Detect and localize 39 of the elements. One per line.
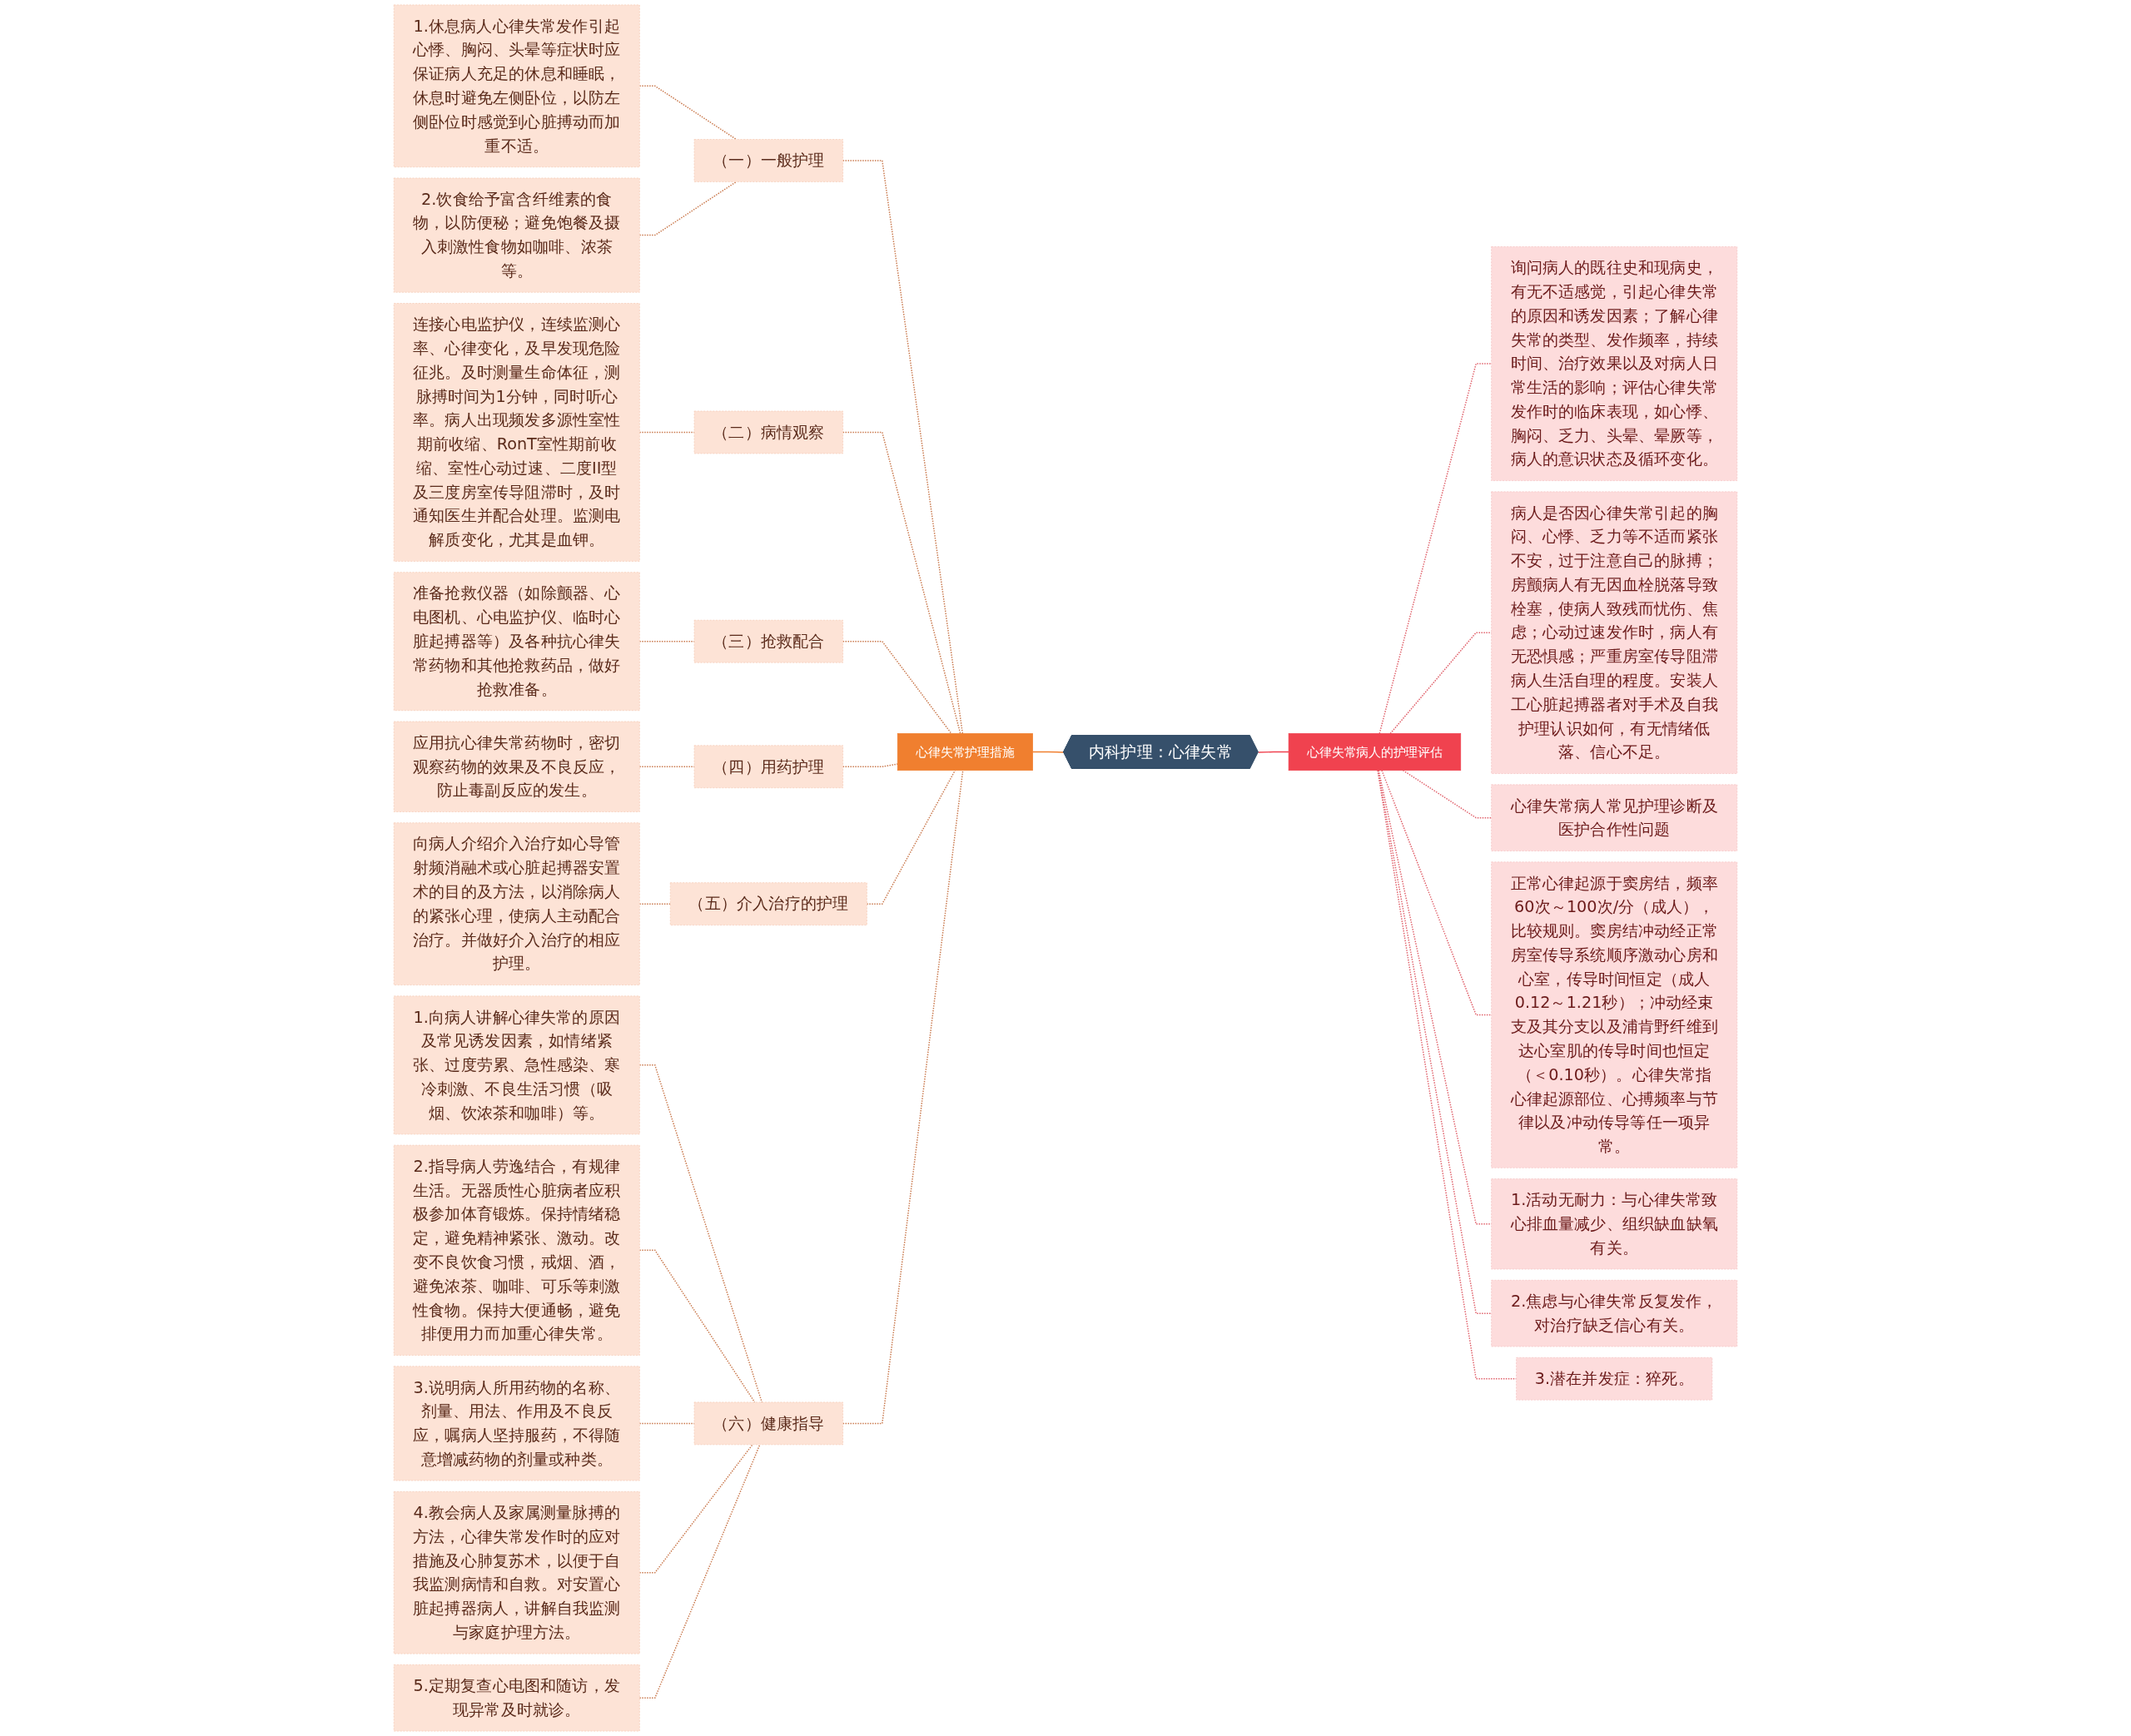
node-box: 2.饮食给予富含纤维素的食物，以防便秘；避免饱餐及摄入刺激性食物如咖啡、浓茶等。 (393, 177, 640, 293)
node-box: 询问病人的既往史和现病史，有无不适感觉，引起心律失常的原因和诱发因素；了解心律失常的类型、发作频率，持续时间、治疗效果以及对病人日常生活的影响；评估心律失常发作时的临床表现，如心悸、胸闷、乏力、头晕、晕厥等，病人的意识状态及循环变化。 (1491, 246, 1738, 481)
connector (1381, 769, 1493, 1016)
connector (1378, 769, 1493, 1225)
node-box: 连接心电监护仪，连续监测心率、心律变化，及早发现危险征兆。及时测量生命体征，测脉搏时间为1分钟，同时听心率。病人出现频发多源性室性期前收缩、RonT室性期前收缩、室性心动过速、二度II型及三度房室传导阻滞时，及时通知医生并配合处理。监测电解质变化，尤其是血钾。 (393, 303, 640, 562)
connector (842, 431, 961, 735)
node-box: 4.教会病人及家属测量脉搏的方法，心律失常发作时的应对措施及心肺复苏术，以便于自我监测病情和自救。对安置心脏起搏器病人，讲解自我监测与家庭护理方法。 (393, 1490, 640, 1654)
connector (1389, 632, 1493, 735)
node-box: 1.活动无耐力：与心律失常致心排血量减少、组织缺血缺氧有关。 (1491, 1178, 1738, 1270)
connector (842, 641, 952, 735)
node-box: 5.定期复查心电图和随访，发现异常及时就诊。 (393, 1664, 640, 1732)
node-box: 3.说明病人所用药物的名称、剂量、用法、作用及不良反应，嘱病人坚持服药，不得随意增减药物的剂量或种类。 (393, 1366, 640, 1481)
node-box: （六）健康指导 (693, 1401, 843, 1446)
connector (1377, 769, 1493, 1314)
node-box: （三）抢救配合 (693, 619, 843, 663)
connector (1031, 751, 1065, 753)
node-box: 应用抗心律失常药物时，密切观察药物的效果及不良反应，防止毒副反应的发生。 (393, 721, 640, 812)
node-box: 1.向病人讲解心律失常的原因及常见诱发因素，如情绪紧张、过度劳累、急性感染、寒冷刺激、不良生活习惯（吸烟、饮浓茶和咖啡）等。 (393, 995, 640, 1135)
node-box: 准备抢救仪器（如除颤器、心电图机、心电监护仪、临时心脏起搏器等）及各种抗心律失常药物和其他抢救药品，做好抢救准备。 (393, 572, 640, 712)
connector (1257, 751, 1289, 753)
node-box: 心律失常护理措施 (897, 733, 1033, 771)
connector (1378, 363, 1493, 735)
node-box: 病人是否因心律失常引起的胸闷、心悸、乏力等不适而紧张不安，过于注意自己的脉搏；房颤病人有无因血栓脱落导致栓塞，使病人致残而忧伤、焦虑；心动过速发作时，病人有无恐惧感；严重房室传导阻滞病人生活自理的程度。安装人工心脏起搏器者对手术及自我护理认识如何，有无情绪低落、信心不足。 (1491, 491, 1738, 774)
node-box: 2.焦虑与心律失常反复发作，对治疗缺乏信心有关。 (1491, 1279, 1738, 1347)
node-box: 2.指导病人劳逸结合，有规律生活。无器质性心脏病者应积极参加体育锻炼。保持情绪稳定，避免精神紧张、激动。改变不良饮食习惯，戒烟、酒，避免浓茶、咖啡、可乐等刺激性食物。保持大便通畅，避免排便用力而加重心律失常。 (393, 1144, 640, 1356)
node-box: 心律失常病人常见护理诊断及医护合作性问题 (1491, 784, 1738, 851)
node-box: （五）介入治疗的护理 (669, 882, 867, 925)
node-box: 向病人介绍介入治疗如心导管射频消融术或心脏起搏器安置术的目的及方法，以消除病人的紧张心理，使病人主动配合治疗。并做好介入治疗的相应护理。 (393, 822, 640, 985)
node-box: 1.休息病人心律失常发作引起心悸、胸闷、头晕等症状时应保证病人充足的休息和睡眠，休息时避免左侧卧位，以防左侧卧位时感觉到心脏搏动而加重不适。 (393, 4, 640, 168)
connector (842, 763, 898, 767)
node-box: 正常心律起源于窦房结，频率60次～100次/分（成人），比较规则。窦房结冲动经正常房室传导系统顺序激动心房和心室，传导时间恒定（成人0.12～1.21秒）；冲动经束支及其分支以及浦肯野纤维到达心室肌的传导时间也恒定（＜0.10秒）。心律失常指心律起源部位、心搏频率与节律以及冲动传导等任一项异常。 (1491, 861, 1738, 1168)
node-box: （四）用药护理 (693, 745, 843, 789)
connector (1402, 769, 1493, 819)
node-box: （二）病情观察 (693, 410, 843, 454)
node-box: 3.潜在并发症：猝死。 (1516, 1357, 1713, 1401)
connector (842, 769, 964, 1425)
node-box: （一）一般护理 (693, 139, 843, 182)
node-box: 心律失常病人的护理评估 (1288, 733, 1462, 771)
connector (842, 160, 964, 735)
